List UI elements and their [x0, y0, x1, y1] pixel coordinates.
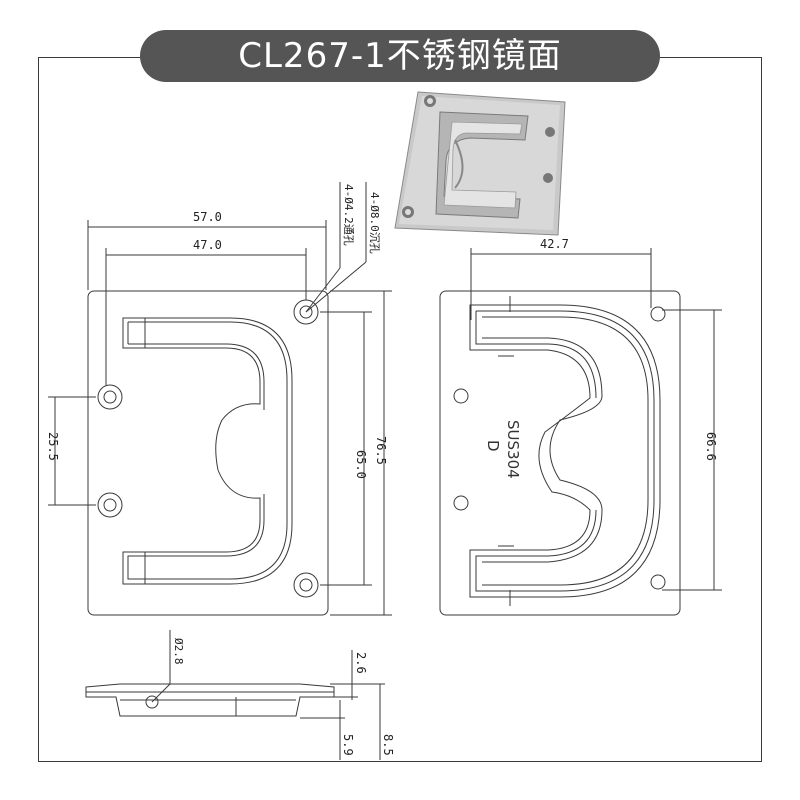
- side-view: [85, 630, 385, 760]
- dim-height-back: 66.6: [704, 432, 718, 461]
- dim-depth-total: 8.5: [381, 734, 395, 756]
- dim-height-outer: 76.5: [374, 436, 388, 465]
- back-plate-outline: [439, 290, 681, 616]
- dim-width-inner: 47.0: [193, 238, 222, 252]
- front-plate-outline: [87, 290, 329, 616]
- product-photo: [394, 91, 566, 236]
- front-view: [48, 182, 392, 616]
- dim-side-hole: Ø2.8: [172, 638, 185, 665]
- dim-depth-cup: 5.9: [341, 734, 355, 756]
- dim-hole-spacing: 25.5: [46, 432, 60, 461]
- dim-height-holes: 65.0: [354, 450, 368, 479]
- back-view: [439, 248, 722, 616]
- dim-width-outer: 57.0: [193, 210, 222, 224]
- hole-note-large: 4-Ø8.0沉孔: [368, 192, 381, 254]
- product-title: CL267-1不锈钢镜面: [238, 36, 562, 76]
- hole-note-small: 4-Ø4.2通孔: [342, 184, 355, 246]
- marking-letter: D: [484, 440, 502, 452]
- dim-thickness-flange: 2.6: [354, 652, 368, 674]
- title-banner: [140, 30, 660, 82]
- dim-width-back: 42.7: [540, 237, 569, 251]
- material-marking: SUS304: [504, 420, 522, 479]
